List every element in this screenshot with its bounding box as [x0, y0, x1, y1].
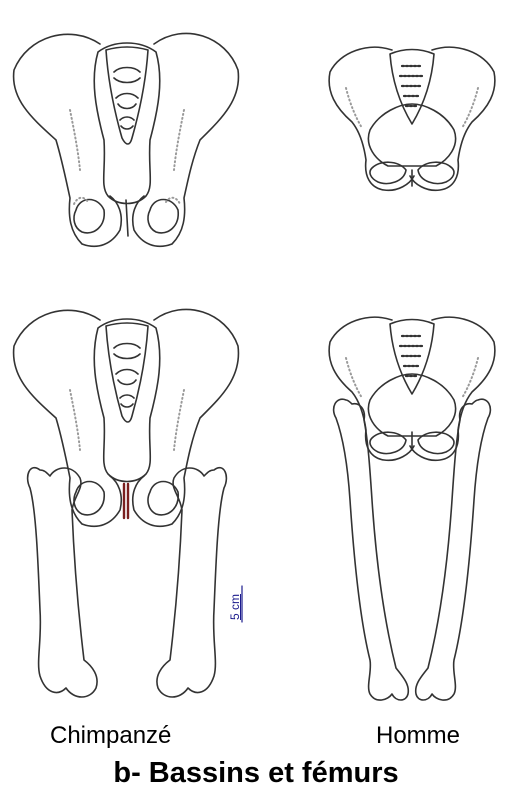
chimp-pelvis-bottom [14, 309, 239, 526]
human-pelvis-bottom [329, 317, 495, 460]
chimp-femur-right [157, 468, 226, 697]
human-label: Homme [376, 722, 460, 750]
chimp-pelvis-top [14, 33, 239, 246]
chimp-femur-left [28, 468, 97, 697]
human-pelvis-top [329, 47, 495, 190]
chimpanzee-label: Chimpanzé [50, 722, 171, 750]
scale-bar-label: 5 cm [228, 594, 242, 620]
figure-caption: b- Bassins et fémurs [0, 757, 512, 790]
